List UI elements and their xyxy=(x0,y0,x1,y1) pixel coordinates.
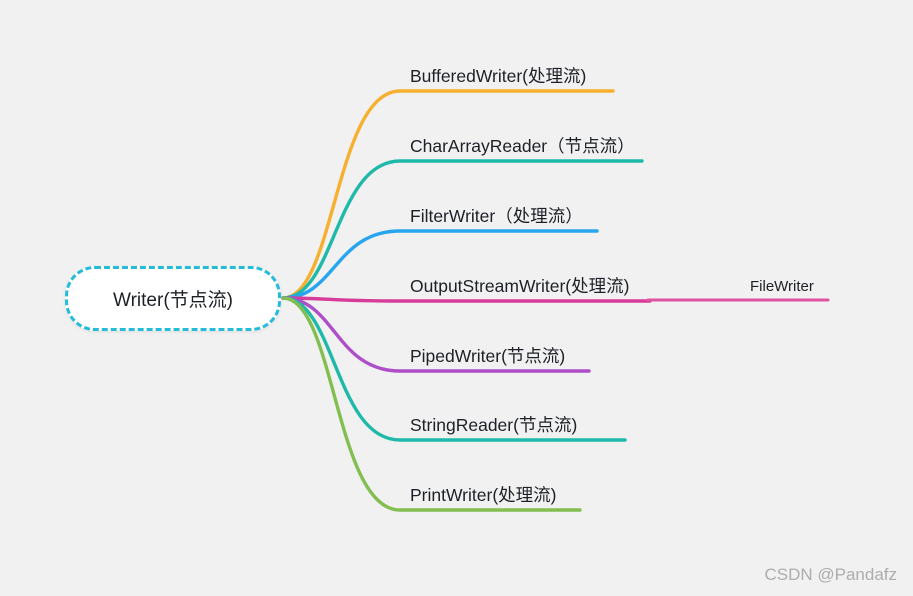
branch-node-filterwriter[interactable]: FilterWriter（处理流） xyxy=(410,206,583,226)
branch-node-bufferedwriter[interactable]: BufferedWriter(处理流) xyxy=(410,66,587,86)
branch-node-pipedwriter[interactable]: PipedWriter(节点流) xyxy=(410,346,566,366)
branch-node-stringreader[interactable]: StringReader(节点流) xyxy=(410,415,578,435)
root-node-writer[interactable]: Writer(节点流) xyxy=(65,266,281,331)
branch-node-chararrayreader[interactable]: CharArrayReader（节点流） xyxy=(410,136,635,156)
subbranch-node-filewriter[interactable]: FileWriter xyxy=(750,278,814,295)
branch-node-outputstreamwriter[interactable]: OutputStreamWriter(处理流) xyxy=(410,276,630,296)
root-node-label: Writer(节点流) xyxy=(113,290,233,311)
branch-node-printwriter[interactable]: PrintWriter(处理流) xyxy=(410,485,557,505)
watermark-text: CSDN @Pandafz xyxy=(764,565,897,584)
